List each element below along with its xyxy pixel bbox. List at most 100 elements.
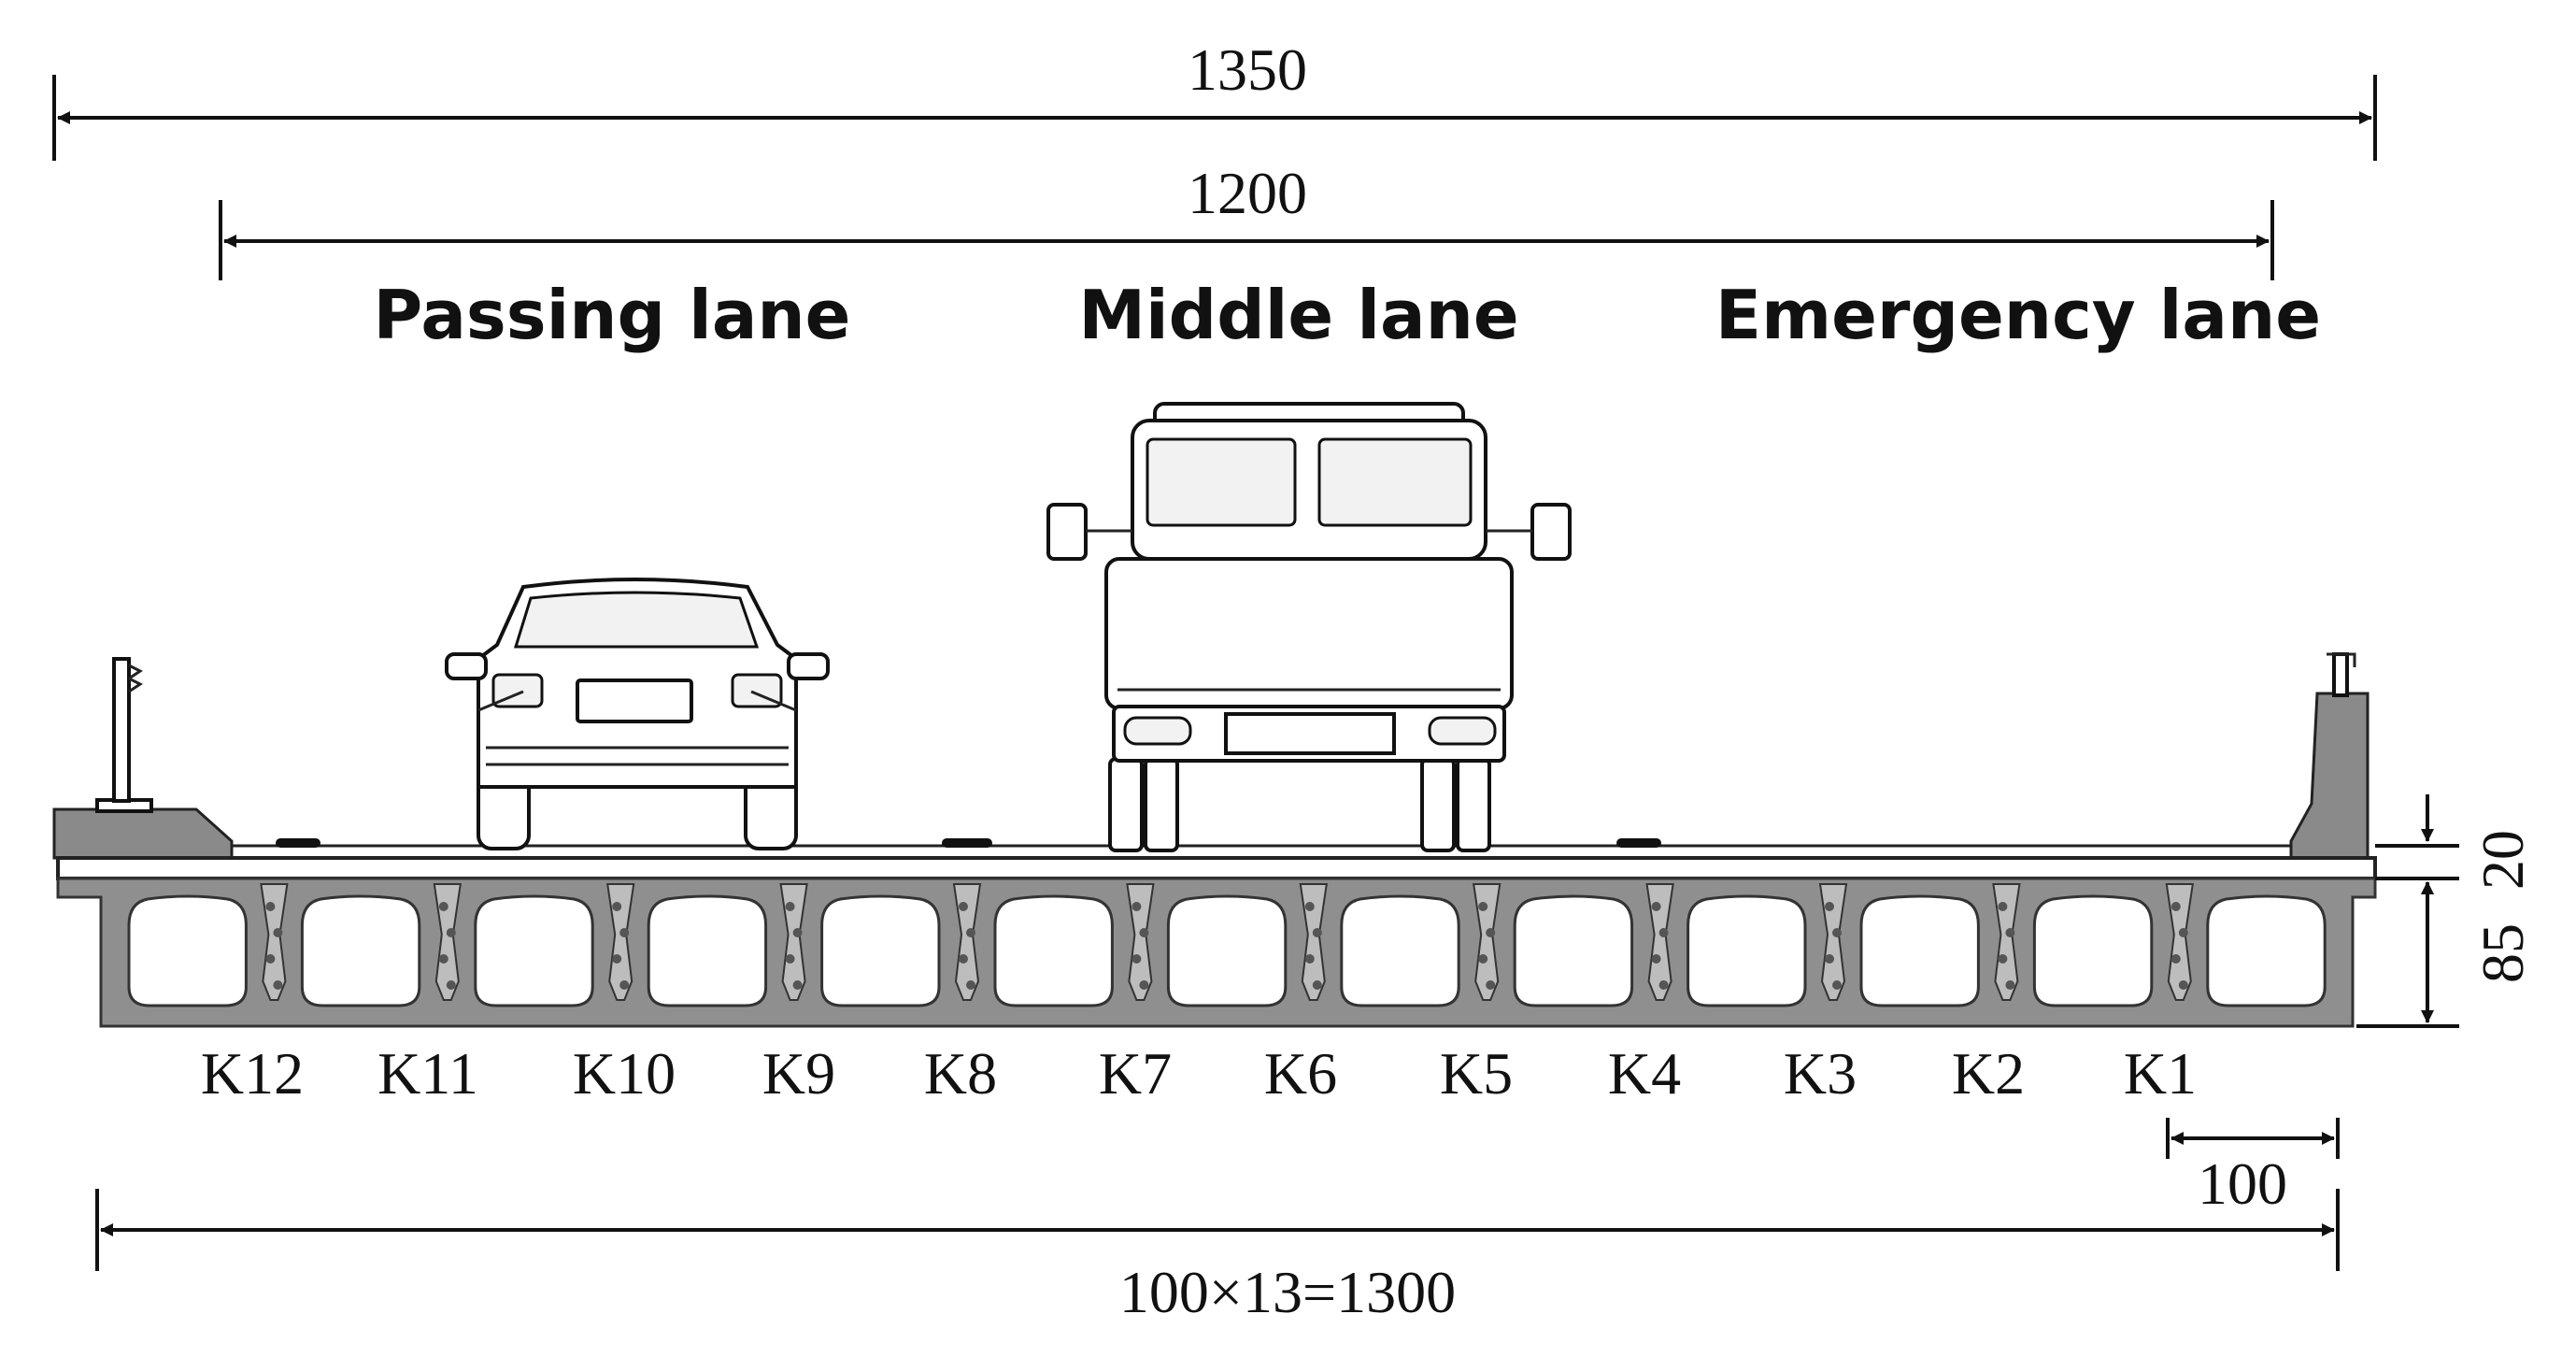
dimension-girder-spacing-label: 100 (2198, 1150, 2287, 1217)
grout-joint (433, 883, 462, 1001)
dimension-overall-label: 1350 (1188, 36, 1307, 103)
grout-aggregate (959, 902, 968, 911)
lane-label-emergency: Emergency lane (1715, 276, 2321, 354)
grout-aggregate (2005, 928, 2015, 937)
girder-cell (127, 894, 248, 1007)
lane-label-middle: Middle lane (1078, 276, 1518, 354)
grout-joint (606, 883, 635, 1001)
dimension-girder-height-label: 85 (2469, 923, 2536, 983)
grout-aggregate (785, 954, 795, 964)
grout-joint (1126, 883, 1155, 1001)
dimension-carriageway: 1200 (219, 160, 2274, 280)
grout-aggregate (1304, 954, 1315, 964)
grout-aggregate (273, 928, 283, 937)
grout-aggregate (1825, 902, 1834, 911)
left-barrier (52, 657, 234, 860)
grout-joint (1299, 883, 1328, 1001)
grout-joint (952, 883, 982, 1001)
grout-aggregate (1658, 980, 1669, 990)
grout-aggregate (792, 928, 803, 937)
grout-aggregate (273, 980, 283, 990)
joint-label-k6: K6 (1264, 1040, 1337, 1107)
grout-aggregate (1478, 902, 1488, 911)
grout-aggregate (966, 980, 975, 990)
joint-label-k8: K8 (924, 1040, 997, 1107)
grout-aggregate (1998, 902, 2008, 911)
girder-cell (300, 894, 421, 1007)
grout-aggregate (966, 928, 975, 937)
deck-pavement (56, 856, 2377, 880)
girder-cell (2206, 894, 2327, 1007)
joint-label-k1: K1 (2124, 1040, 2197, 1107)
joint-label-k7: K7 (1099, 1040, 1172, 1107)
grout-aggregate (2178, 928, 2188, 937)
grout-aggregate (1131, 902, 1142, 911)
grout-aggregate (1998, 954, 2008, 964)
grout-aggregate (2170, 954, 2181, 964)
grout-aggregate (1486, 980, 1496, 990)
girder-cell (1340, 894, 1460, 1007)
girder-cell (1859, 894, 1980, 1007)
right-barrier (2289, 652, 2370, 860)
grout-aggregate (612, 954, 622, 964)
joint-label-k4: K4 (1608, 1040, 1681, 1107)
grout-aggregate (959, 954, 968, 964)
lane-markers (276, 838, 1661, 848)
grout-aggregate (2170, 902, 2181, 911)
grout-aggregate (1478, 954, 1488, 964)
dimension-pavement-label: 20 (2469, 830, 2536, 890)
grout-aggregate (2005, 980, 2015, 990)
grout-aggregate (1486, 928, 1496, 937)
grout-aggregate (1832, 928, 1842, 937)
girder-cells (127, 894, 2327, 1007)
girder-cell (1166, 894, 1288, 1007)
grout-aggregate (792, 980, 803, 990)
dimension-total-girders: 100×13=1300 (95, 1189, 2340, 1325)
grout-aggregate (438, 954, 448, 964)
grout-aggregate (1312, 980, 1322, 990)
grout-joint (1818, 883, 1848, 1001)
grout-aggregate (1139, 928, 1149, 937)
grout-joint (260, 883, 289, 1001)
girder-cell (474, 894, 594, 1007)
grout-aggregate (1312, 928, 1322, 937)
grout-aggregate (1139, 980, 1149, 990)
girder-cell (1513, 894, 1634, 1007)
girder-cell (820, 894, 941, 1007)
joint-labels: K12 K11 K10 K9 K8 K7 K6 K5 K4 K3 K2 K1 (201, 1040, 2197, 1107)
car-icon (445, 578, 830, 850)
grout-aggregate (1832, 980, 1842, 990)
grout-joint (779, 883, 808, 1001)
girder-cell (2032, 894, 2154, 1007)
dimension-overall: 1350 (52, 36, 2377, 161)
girder-cell (1686, 894, 1807, 1007)
lane-label-passing: Passing lane (373, 276, 850, 354)
joint-label-k12: K12 (201, 1040, 304, 1107)
grout-aggregate (1304, 902, 1315, 911)
joint-label-k2: K2 (1952, 1040, 2025, 1107)
dimension-carriageway-label: 1200 (1188, 160, 1307, 226)
dimension-total-girders-label: 100×13=1300 (1119, 1259, 1456, 1325)
grout-aggregate (446, 928, 456, 937)
grout-joint (1473, 883, 1501, 1001)
grout-aggregate (446, 980, 456, 990)
joint-label-k5: K5 (1440, 1040, 1513, 1107)
grout-aggregate (1131, 954, 1142, 964)
girder-cell (993, 894, 1114, 1007)
dimension-girder-spacing: 100 (2166, 1118, 2340, 1217)
grout-aggregate (785, 902, 795, 911)
truck-icon (1046, 402, 1572, 852)
dimension-vertical: 20 85 (2356, 794, 2536, 1028)
grout-aggregate (265, 902, 276, 911)
grout-aggregate (2178, 980, 2188, 990)
joint-label-k9: K9 (762, 1040, 835, 1107)
grout-aggregate (265, 954, 276, 964)
joint-label-k10: K10 (573, 1040, 676, 1107)
grout-aggregate (1651, 902, 1661, 911)
grout-aggregate (612, 902, 622, 911)
grout-aggregate (1651, 954, 1661, 964)
joint-label-k11: K11 (377, 1040, 478, 1107)
grout-aggregate (1825, 954, 1834, 964)
